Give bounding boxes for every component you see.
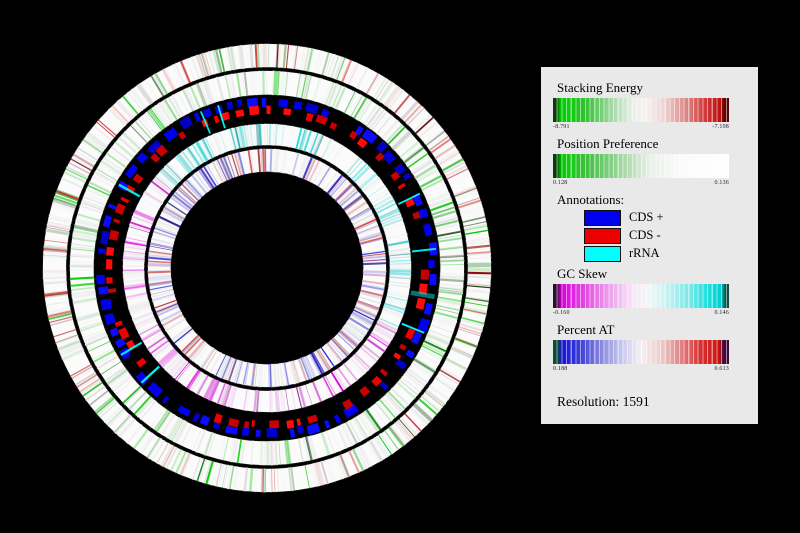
stacking-energy-title: Stacking Energy	[557, 80, 644, 95]
position-preference-ring	[69, 70, 465, 466]
annotation-band	[96, 97, 438, 439]
annotation-row-cds-minus: CDS -	[584, 227, 746, 244]
stacking-energy-ticks	[42, 43, 492, 493]
legend-section-percent-at: Percent AT 0.188 0.613	[553, 322, 746, 373]
cds-plus-swatch	[584, 209, 621, 226]
percent-at-ticks	[147, 148, 387, 388]
gc-skew-title: GC Skew	[557, 266, 608, 281]
percent-at-min: 0.188	[553, 366, 568, 372]
position-preference-range: 0.128 0.136	[553, 179, 729, 187]
cds-plus-label: CDS +	[629, 210, 664, 224]
gc-skew-max: 0.146	[714, 310, 729, 316]
stacking-energy-range: -8.791 -7.198	[553, 123, 729, 131]
position-preference-max: 0.136	[714, 180, 729, 186]
gc-skew-ticks	[122, 123, 412, 413]
rrna-ticks	[118, 104, 437, 384]
percent-at-range: 0.188 0.613	[553, 365, 729, 373]
gradient-stripes	[553, 154, 729, 178]
percent-at-title: Percent AT	[557, 322, 615, 337]
legend-section-position-preference: Position Preference 0.128 0.136	[553, 136, 746, 187]
stacking-energy-ring	[42, 43, 492, 493]
gradient-stripes	[553, 284, 729, 308]
legend-section-stacking-energy: Stacking Energy -8.791 -7.198	[553, 80, 746, 131]
percent-at-gradient-bar	[553, 340, 729, 364]
cds-minus-label: CDS -	[629, 228, 661, 242]
gc-skew-range: -0.160 0.146	[553, 309, 729, 317]
annotations-title: Annotations:	[557, 192, 625, 207]
cds-minus-blocks	[106, 105, 430, 429]
annotation-row-rrna: rRNA	[584, 245, 746, 262]
position-preference-gradient-bar	[553, 154, 729, 178]
cds-minus-swatch	[584, 227, 621, 244]
percent-at-ring	[147, 148, 387, 388]
stacking-energy-gradient-bar	[553, 98, 729, 122]
percent-at-max: 0.613	[714, 366, 729, 372]
gc-skew-gradient-bar	[553, 284, 729, 308]
rrna-swatch	[584, 245, 621, 262]
resolution-label: Resolution: 1591	[557, 394, 650, 409]
position-preference-ticks	[69, 70, 465, 466]
gradient-stripes	[553, 98, 729, 122]
stacking-energy-min: -8.791	[553, 124, 570, 130]
legend-section-annotations: Annotations: CDS + CDS - rRNA	[557, 192, 746, 262]
gradient-stripes	[553, 340, 729, 364]
legend-section-gc-skew: GC Skew -0.160 0.146	[553, 266, 746, 317]
stacking-energy-max: -7.198	[712, 124, 729, 130]
position-preference-min: 0.128	[553, 180, 568, 186]
position-preference-title: Position Preference	[557, 136, 659, 151]
legend-panel: Stacking Energy -8.791 -7.198 Position P…	[541, 67, 758, 424]
cds-plus-blocks	[96, 97, 438, 438]
annotation-row-cds-plus: CDS +	[584, 209, 746, 226]
gc-skew-min: -0.160	[553, 310, 570, 316]
rrna-label: rRNA	[629, 246, 660, 260]
